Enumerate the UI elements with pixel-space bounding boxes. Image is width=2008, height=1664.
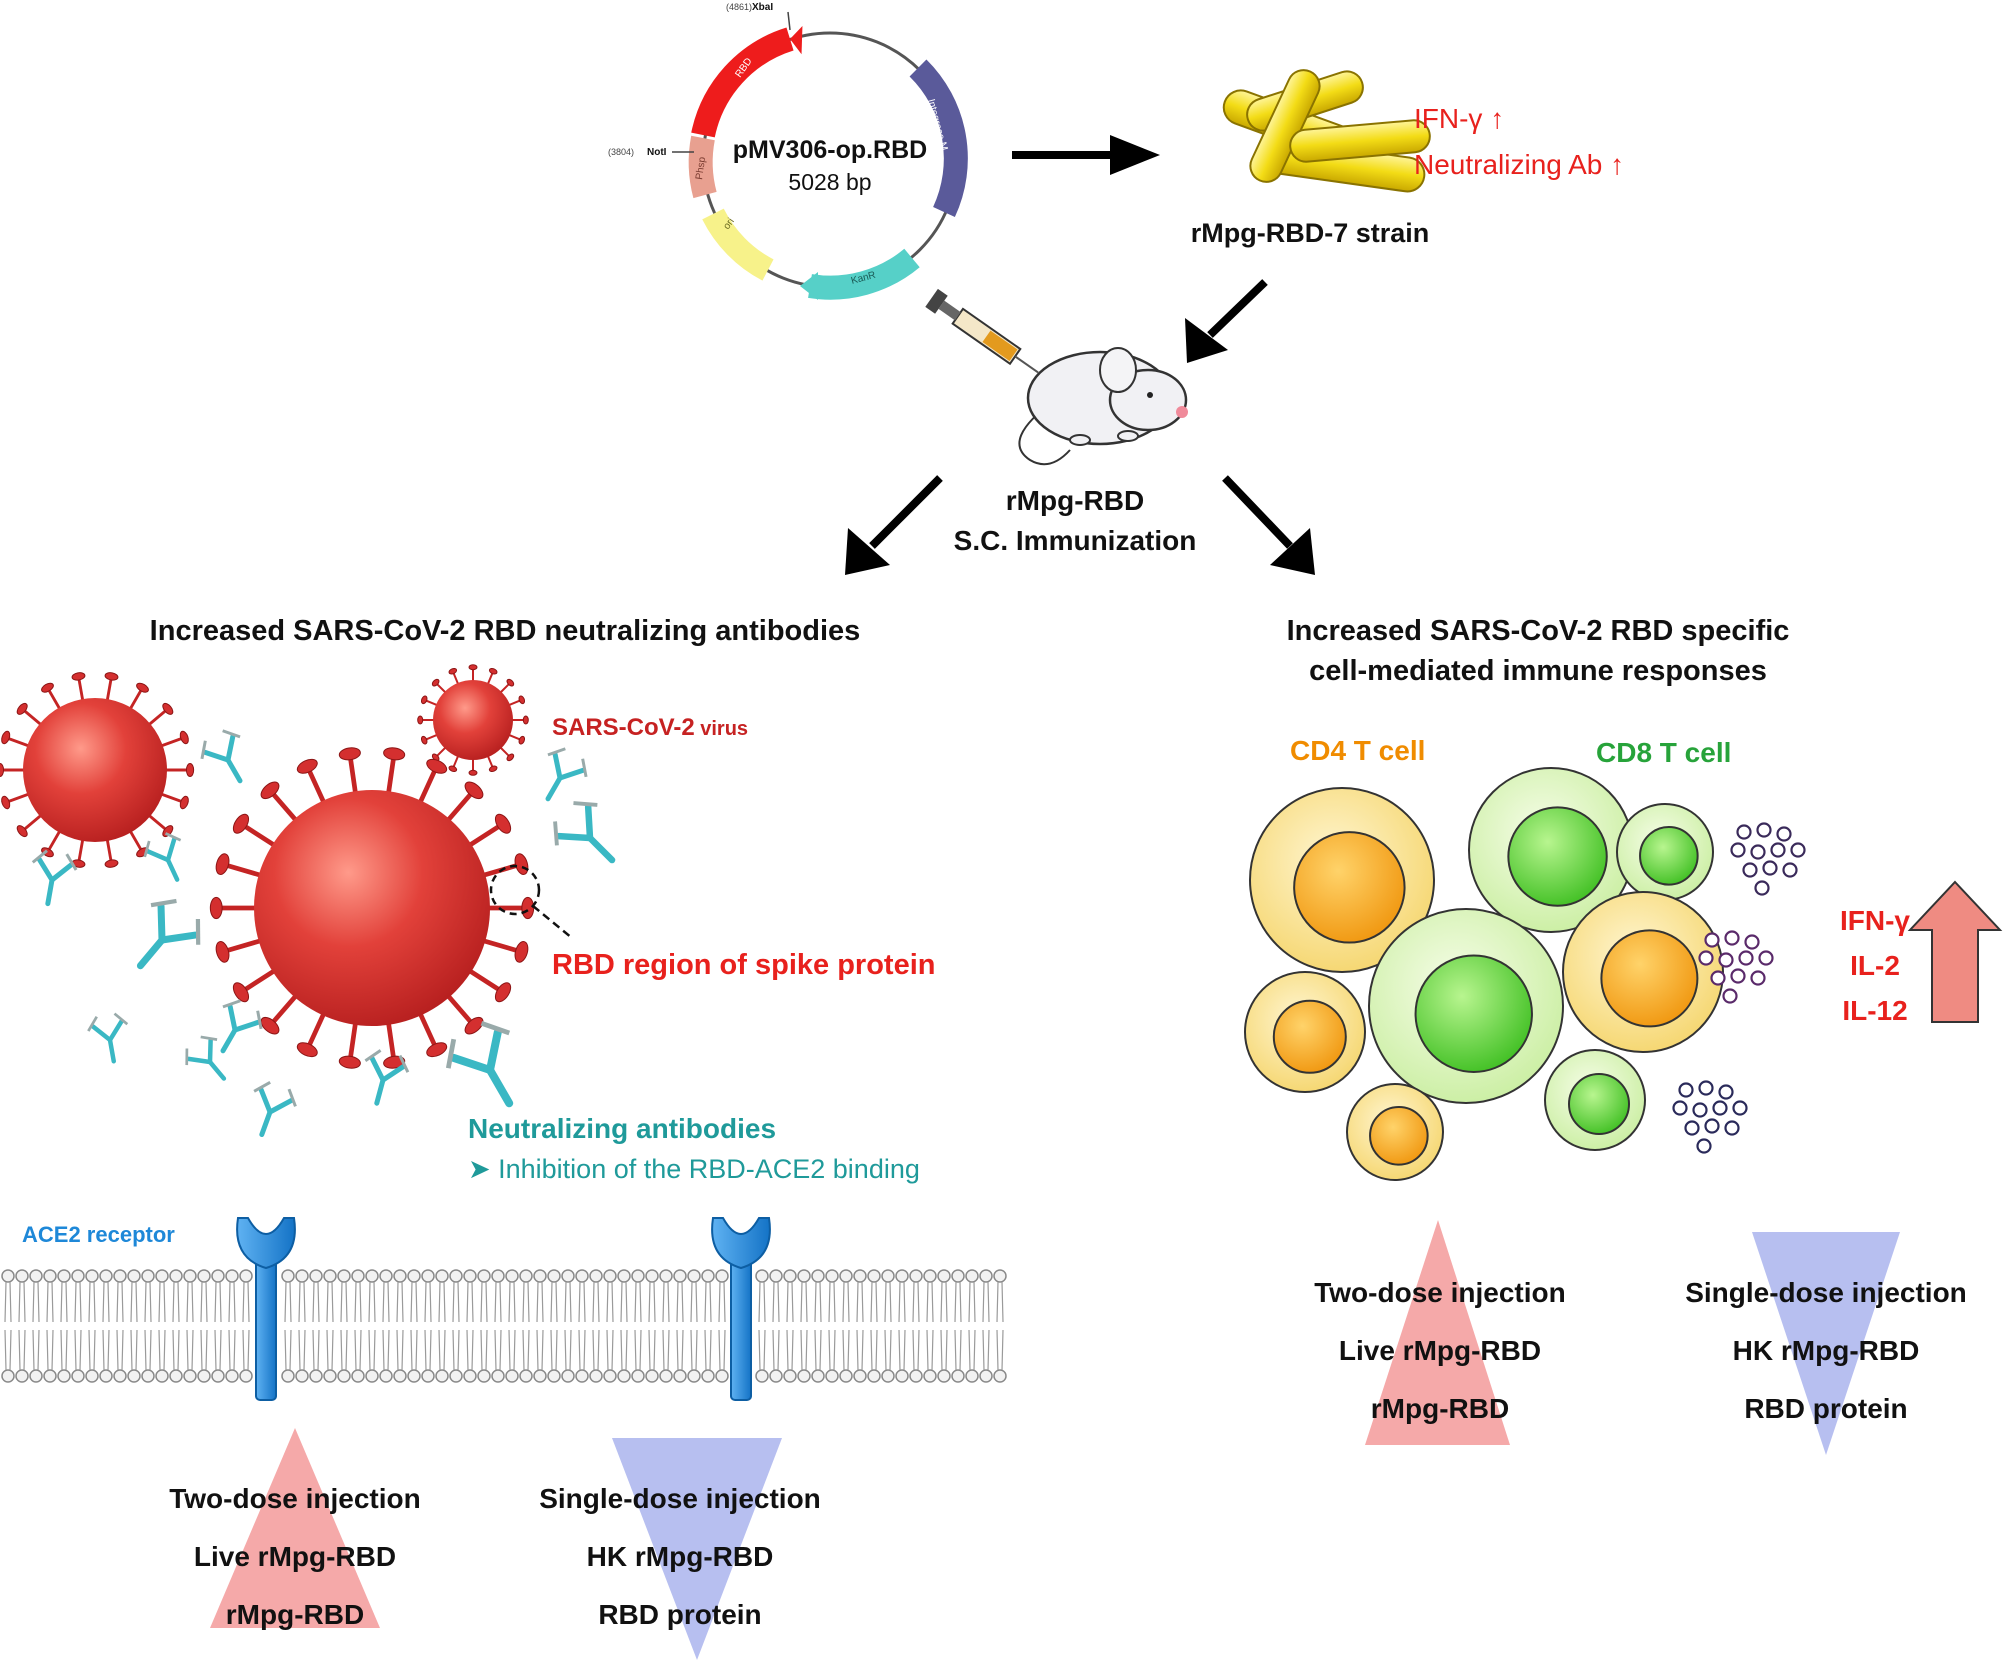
immunization-line2: S.C. Immunization	[954, 525, 1197, 556]
antibody-icon-8	[553, 801, 616, 864]
svg-text:SARS-CoV-2 virus: SARS-CoV-2 virus	[552, 714, 748, 741]
right-down-item-2: RBD protein	[1744, 1393, 1907, 1424]
nab-label: Neutralizing antibodies	[468, 1113, 776, 1144]
antibody-icon-0	[200, 729, 243, 784]
arrow-to-left-panel	[845, 475, 943, 575]
virus-large	[209, 747, 535, 1069]
site-noti: NotI	[647, 147, 667, 158]
antibody-icon-7	[253, 1080, 297, 1138]
right-panel-title-1: Increased SARS-CoV-2 RBD specific	[1287, 615, 1790, 647]
cytokine-cluster-1	[1698, 930, 1774, 1004]
feature-phsp: Phsp	[694, 156, 708, 181]
nab-sublabel: ➤ Inhibition of the RBD-ACE2 binding	[468, 1154, 920, 1184]
arrow-plasmid-to-strain	[1012, 135, 1160, 175]
left-up-item-0: Two-dose injection	[169, 1483, 420, 1514]
cd4-t-cell-3	[1562, 891, 1724, 1053]
right-down-item-1: HK rMpg-RBD	[1733, 1335, 1920, 1366]
antibody-icon-4	[87, 1012, 129, 1064]
kanr-segment	[808, 248, 920, 300]
feature-ori: ori	[721, 216, 736, 231]
antibody-icon-3	[136, 898, 201, 970]
left-down-item-1: HK rMpg-RBD	[587, 1541, 774, 1572]
cd4-t-cell-0	[1249, 787, 1435, 973]
integrase-segment	[909, 59, 968, 218]
arrow-to-right-panel	[1222, 475, 1315, 575]
promoter-segment	[688, 135, 717, 199]
antibody-icon-10	[445, 1020, 514, 1108]
site-xbai-pos: (4861)	[726, 2, 752, 12]
cytokine-2: IL-12	[1842, 995, 1907, 1026]
syringe-icon	[925, 288, 1039, 374]
right-up-item-1: Live rMpg-RBD	[1339, 1335, 1541, 1366]
cd4-t-cell-5	[1244, 971, 1366, 1093]
virus-small-top-body	[433, 680, 513, 760]
antibody-icon-2	[143, 832, 182, 882]
cd8-label: CD8 T cell	[1596, 737, 1731, 768]
antibody-icon-11	[545, 747, 588, 802]
cd4-label: CD4 T cell	[1290, 735, 1425, 766]
cd8-t-cell-2	[1616, 803, 1714, 901]
virus-label: SARS-CoV-2	[552, 714, 695, 741]
rbd-segment	[691, 27, 794, 138]
cell-membrane	[1, 1269, 1007, 1383]
left-down-triangle	[612, 1438, 782, 1660]
immunization-line1: rMpg-RBD	[1006, 485, 1144, 516]
left-down-item-0: Single-dose injection	[539, 1483, 821, 1514]
virus-group	[0, 664, 535, 1069]
antibody-icon-6	[185, 1035, 227, 1081]
right-up-item-2: rMpg-RBD	[1371, 1393, 1509, 1424]
arrow-strain-to-mouse	[1185, 279, 1268, 363]
right-up-item-0: Two-dose injection	[1314, 1277, 1565, 1308]
site-xbai: XbaI	[752, 2, 773, 13]
left-up-item-1: Live rMpg-RBD	[194, 1541, 396, 1572]
ace2-receptor-1	[236, 1217, 296, 1401]
virus-large-body	[254, 790, 490, 1026]
plasmid-size: 5028 bp	[788, 169, 871, 195]
right-down-item-0: Single-dose injection	[1685, 1277, 1967, 1308]
cytokine-1: IL-2	[1850, 950, 1900, 981]
cytokine-0: IFN-γ	[1840, 905, 1910, 936]
virus-label-suffix: virus	[695, 718, 748, 740]
right-up-triangle	[1365, 1220, 1510, 1445]
right-down-triangle	[1752, 1232, 1900, 1455]
strain-effect-ifn: IFN-γ ↑	[1414, 103, 1504, 134]
virus-small-left	[0, 672, 195, 868]
antibody-group	[31, 729, 616, 1138]
antibody-icon-5	[220, 999, 263, 1054]
plasmid-name: pMV306-op.RBD	[733, 136, 927, 164]
site-noti-pos: (3804)	[608, 147, 634, 157]
t-cell-group	[1244, 767, 1724, 1181]
virus-small-top	[417, 664, 529, 776]
ori-segment	[702, 208, 774, 281]
mouse-icon	[1018, 347, 1188, 466]
mycobacteria-rods-icon	[1222, 69, 1431, 193]
plasmid-map: pMV306-op.RBD 5028 bp (4861) XbaI (3804)…	[608, 2, 968, 300]
left-panel-title: Increased SARS-CoV-2 RBD neutralizing an…	[150, 615, 861, 647]
strain-label: rMpg-RBD-7 strain	[1191, 218, 1430, 248]
cytokine-cluster-2	[1672, 1080, 1748, 1154]
cd4-t-cell-6	[1346, 1083, 1444, 1181]
rbd-callout-circle	[489, 864, 541, 916]
ace2-receptor-2	[711, 1217, 771, 1401]
left-down-item-2: RBD protein	[598, 1599, 761, 1630]
virus-small-left-body	[23, 698, 167, 842]
cd8-t-cell-4	[1368, 908, 1564, 1104]
antibody-icon-1	[31, 849, 78, 907]
cd8-t-cell-7	[1544, 1049, 1646, 1151]
left-up-item-2: rMpg-RBD	[226, 1599, 364, 1630]
cytokine-increase-arrow	[1907, 880, 2003, 1023]
right-panel-title-2: cell-mediated immune responses	[1309, 655, 1767, 687]
cytokine-cluster-0	[1730, 822, 1806, 896]
strain-effect-nab: Neutralizing Ab ↑	[1414, 149, 1624, 180]
ace2-label: ACE2 receptor	[22, 1222, 175, 1247]
cytokine-dots	[1672, 822, 1806, 1154]
antibody-icon-9	[364, 1049, 410, 1106]
rbd-label: RBD region of spike protein	[552, 949, 935, 981]
left-up-triangle	[210, 1428, 380, 1628]
